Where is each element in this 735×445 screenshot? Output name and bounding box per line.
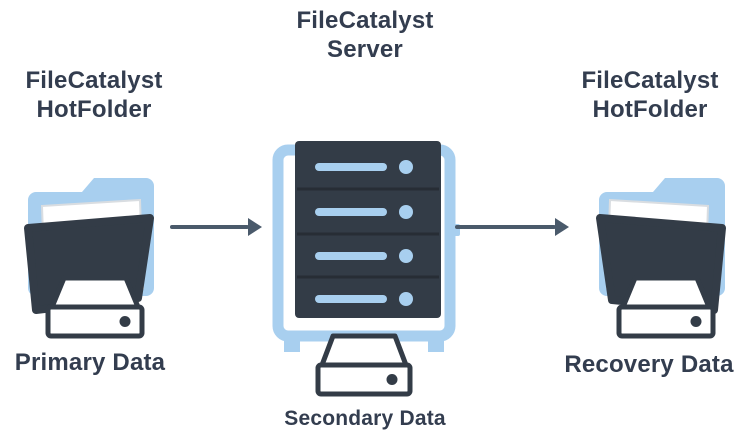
arrow-shaft [455,225,556,229]
folder-with-drive-icon [596,178,726,339]
drive-led-dot [690,316,702,327]
drive-body [616,304,716,339]
folder-with-drive-icon [24,178,154,339]
source-caption: Primary Data [14,349,166,376]
arrow-shaft [170,225,249,229]
source-title: FileCatalyst HotFolder [8,66,180,124]
destination-caption: Recovery Data [564,351,734,378]
destination-title-line2: HotFolder [592,96,708,123]
destination-title: FileCatalyst HotFolder [566,66,734,124]
server-rack [295,141,441,318]
destination-title-line1: FileCatalyst [581,67,719,94]
drive-led-dot [119,316,131,327]
arrow-source-to-server [170,218,262,236]
source-title-line2: HotFolder [36,96,152,123]
server-title-line2: Server [327,36,403,63]
drive-body [315,362,413,397]
rack-bays [315,160,413,306]
drive-led-dot [386,374,398,385]
server-rack-with-drive-icon [272,141,460,397]
destination-node-icon [583,170,735,345]
server-title-line1: FileCatalyst [296,7,434,34]
drive-top [620,275,712,310]
drive-top [319,333,409,368]
monitor-foot-right [428,336,444,352]
drive-top [49,275,141,310]
source-node-icon [12,170,167,345]
server-node-icon [270,138,465,405]
source-title-line1: FileCatalyst [25,67,163,94]
arrow-head-icon [555,218,569,236]
arrow-head-icon [248,218,262,236]
server-caption: Secondary Data [284,407,446,430]
rack-separators [297,187,439,279]
monitor-foot-left [284,336,300,352]
drive-body [45,304,145,339]
server-title: FileCatalyst Server [270,6,460,64]
arrow-server-to-destination [455,218,569,236]
